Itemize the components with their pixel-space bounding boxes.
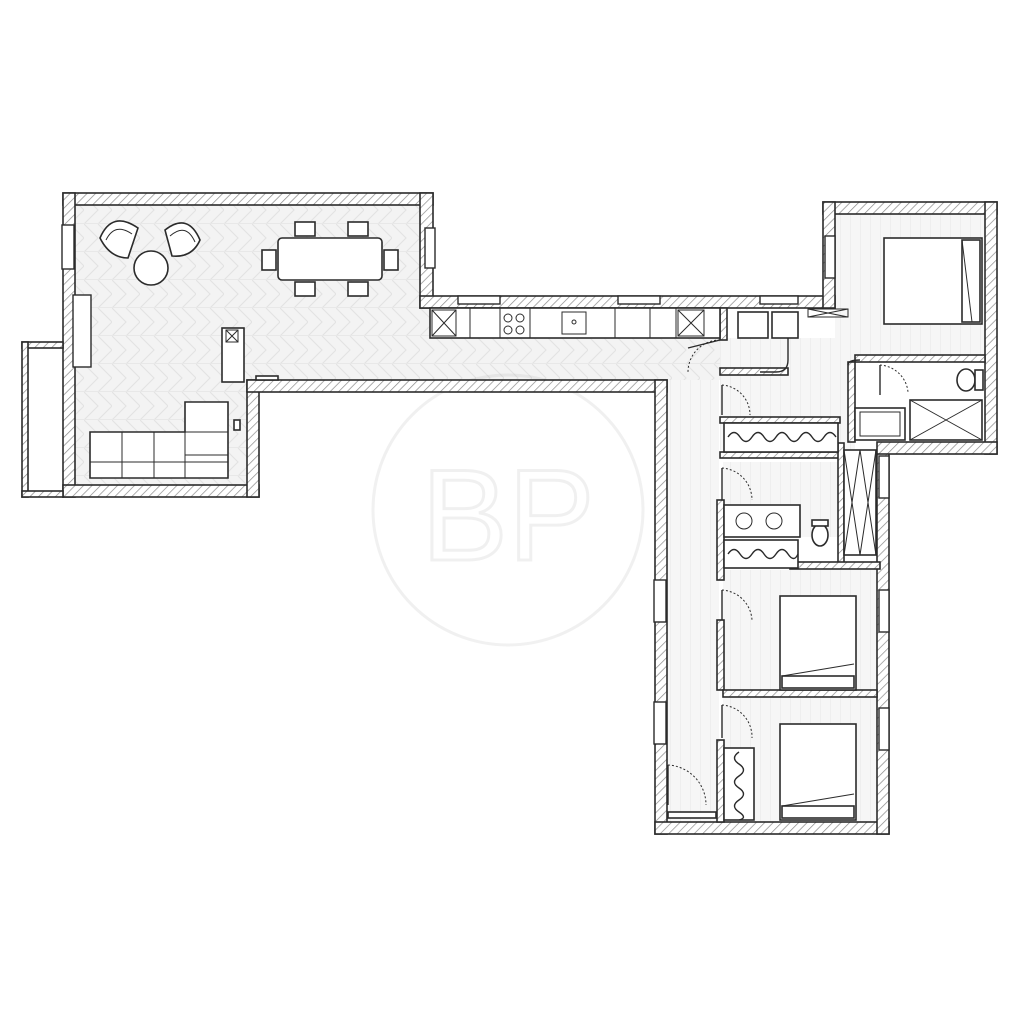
windows xyxy=(61,224,890,751)
wall-living-right-lower xyxy=(246,379,260,498)
wardrobe-bath xyxy=(723,539,799,569)
window-kitchen-1 xyxy=(457,295,501,305)
wall-master-top xyxy=(822,201,998,215)
window-bath xyxy=(878,455,890,499)
wall-master-right xyxy=(984,201,998,455)
terrace-rail-bottom xyxy=(21,490,64,498)
wall-bedroom3-left xyxy=(716,739,725,823)
wall-master-bottom xyxy=(854,354,986,363)
ensuite-vanity xyxy=(854,407,906,441)
window-kitchen-2 xyxy=(617,295,661,305)
laundry-sink xyxy=(771,311,799,339)
dining-table xyxy=(277,237,383,281)
window-corridor-2 xyxy=(653,701,667,745)
cooktop-icon xyxy=(503,313,525,335)
door-bathroom xyxy=(721,467,753,501)
window-kitchen-3 xyxy=(759,295,799,305)
basin-icon xyxy=(765,512,783,530)
wall-ensuite-bottom xyxy=(876,441,998,455)
floor-corridor xyxy=(667,380,719,822)
kitchen xyxy=(429,307,849,339)
ensuite-toilet-icon xyxy=(956,368,976,392)
floor-living-dining xyxy=(75,205,720,485)
kitchen-counter xyxy=(429,307,721,339)
switch xyxy=(233,419,241,431)
wall-bath-left xyxy=(716,499,725,581)
dining-chair xyxy=(383,249,399,271)
door-bedroom-3 xyxy=(721,704,753,739)
wardrobe-hall xyxy=(723,422,839,453)
door-master xyxy=(879,364,909,393)
beds xyxy=(779,237,983,821)
window-bedroom2 xyxy=(878,589,890,633)
dining-chair xyxy=(347,221,369,237)
terrace xyxy=(21,341,64,498)
wall-closet-row1-top xyxy=(719,416,841,424)
dining-chair xyxy=(347,281,369,297)
wall-right-lower xyxy=(876,449,890,835)
coffee-table xyxy=(133,250,169,286)
wall-bedroom2-top xyxy=(789,561,881,570)
wall-bottom xyxy=(654,821,890,835)
wall-kitchen-end xyxy=(719,307,728,341)
terrace-rail-left xyxy=(21,341,29,498)
window-living-left xyxy=(72,294,92,368)
wall-living-bottom xyxy=(62,484,260,498)
wardrobe-bedroom-3 xyxy=(723,747,755,821)
entrance-mat xyxy=(667,811,717,819)
armchair-right xyxy=(164,222,201,257)
radiator xyxy=(255,375,279,381)
door-bedroom-2 xyxy=(721,589,753,621)
tv-stand xyxy=(221,327,245,383)
window-corridor-1 xyxy=(653,579,667,623)
armchair-left xyxy=(99,220,139,259)
doors xyxy=(667,338,909,819)
watermark-logo: BP xyxy=(371,373,645,647)
living-furniture xyxy=(89,220,399,479)
basin-icon xyxy=(735,512,753,530)
watermark-initials: BP xyxy=(421,442,594,588)
kitchen-sink-icon xyxy=(561,311,587,335)
wall-hall-curve xyxy=(719,367,789,376)
dining-chair xyxy=(294,281,316,297)
wall-bath-divider xyxy=(837,442,845,564)
dining-chair xyxy=(294,221,316,237)
wall-bedrooms-divider xyxy=(722,689,878,698)
wall-hall-bottom xyxy=(246,379,668,393)
toilet-icon xyxy=(811,523,829,547)
wall-living-top xyxy=(62,192,434,206)
washer xyxy=(737,311,769,339)
shower-tray xyxy=(843,449,877,556)
bed-2 xyxy=(779,595,857,691)
window-living-left-top xyxy=(61,224,75,270)
wall-bedroom2-left xyxy=(716,619,725,691)
double-vanity xyxy=(723,504,801,538)
window-dining-right xyxy=(424,227,436,269)
wardrobes xyxy=(723,422,839,821)
door-closet xyxy=(721,384,751,416)
window-bedroom3 xyxy=(878,707,890,751)
wall-closet-row1-bottom xyxy=(719,451,841,459)
dining-chair xyxy=(261,249,277,271)
window-master xyxy=(824,235,836,279)
bathrooms xyxy=(723,368,984,556)
door-kitchen xyxy=(687,339,721,373)
wall-ensuite-left xyxy=(847,361,856,443)
